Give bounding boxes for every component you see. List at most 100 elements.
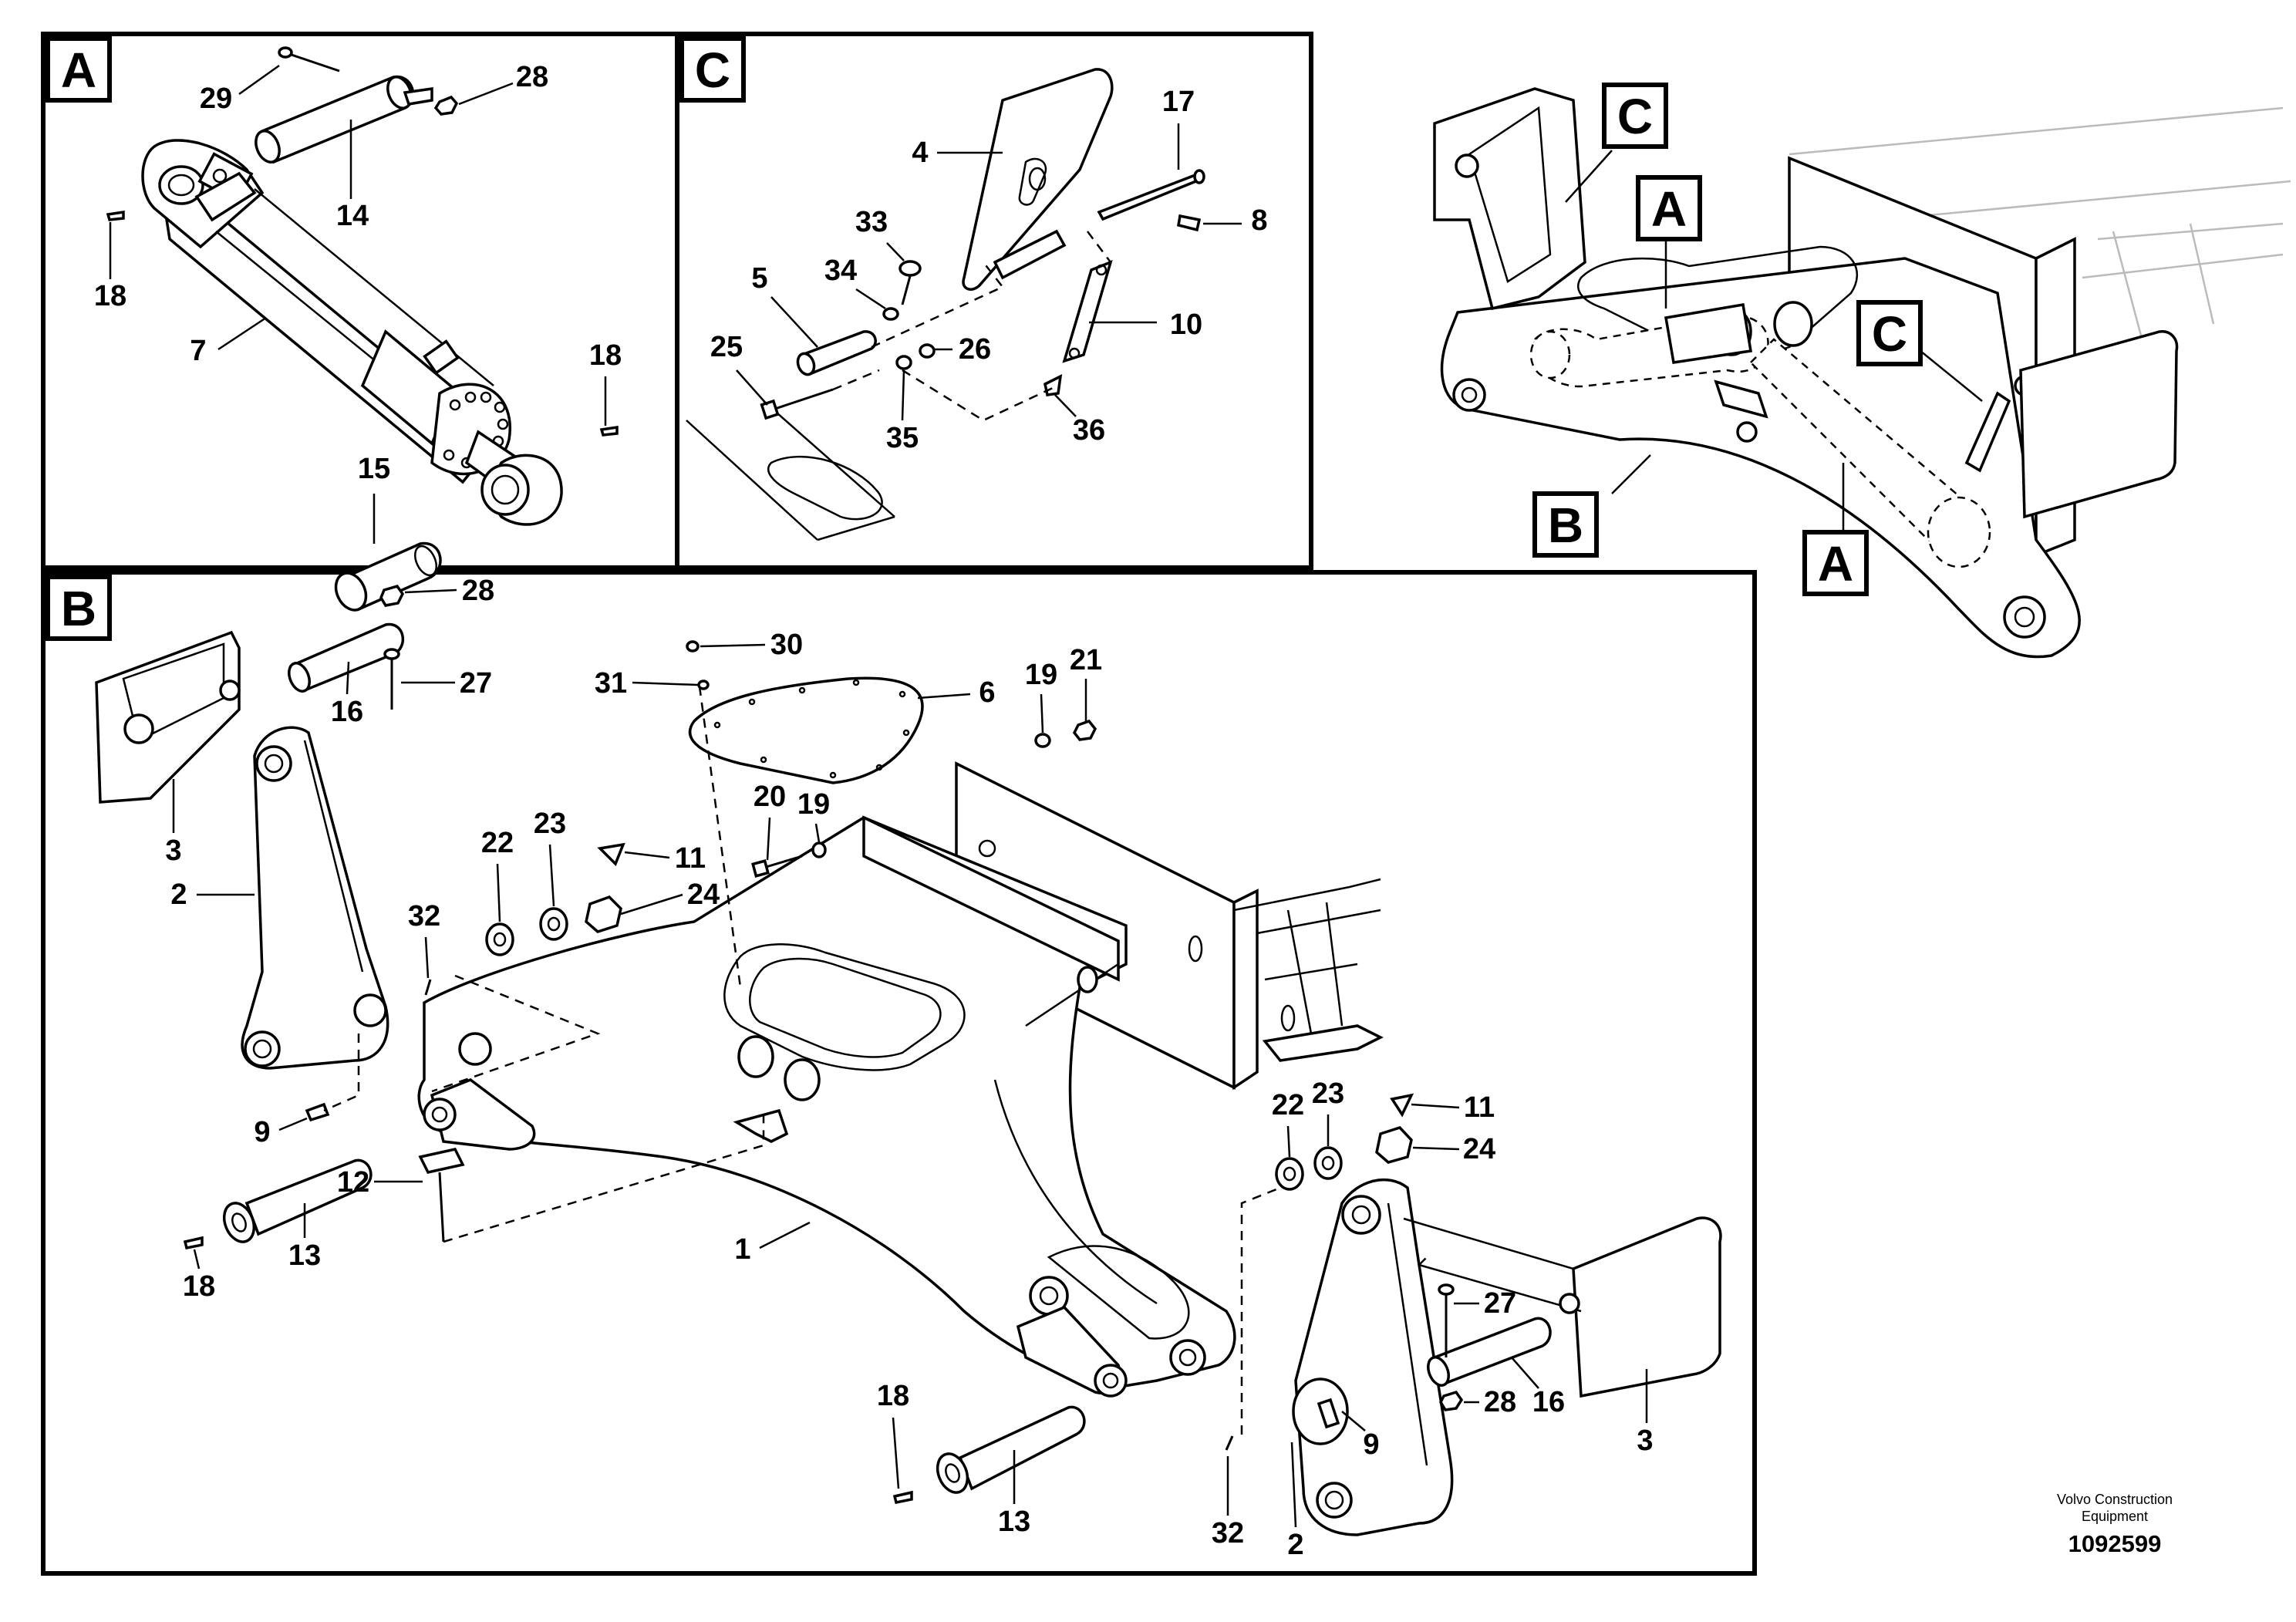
- callout-b-11-left: 11: [675, 842, 706, 875]
- panel-c-assembly-lines: [832, 231, 1111, 422]
- brand-line-2: Equipment: [2082, 1509, 2148, 1524]
- panel-b-callouts-left: 28 27 16 3 2 32 9 12 18 13: [165, 575, 494, 1303]
- callout-b-31: 31: [595, 667, 627, 700]
- callout-b-12: 12: [337, 1166, 369, 1199]
- brand-line-1: Volvo Construction: [2057, 1492, 2173, 1507]
- lock-plate-11-right-illustration: [1390, 1093, 1414, 1118]
- base-plate-illustration: [686, 400, 895, 541]
- bracket-3-right-illustration: [1403, 1216, 1722, 1398]
- panel-a-callouts: 29 28 14 18 7 18 15: [94, 61, 622, 544]
- bracket-3-left-illustration: [95, 630, 241, 804]
- callout-c-25: 25: [710, 331, 743, 363]
- callout-a-28: 28: [516, 61, 548, 93]
- clip-36-illustration: [1043, 373, 1063, 396]
- panel-c-callouts: 17 4 8 33 34 5 10 25 26 35 36: [710, 86, 1268, 454]
- callout-b-27-right: 27: [1484, 1287, 1516, 1320]
- panel-b-callouts-right: 22 23 11 24 27 28 16 3 9 18 13 32 2: [877, 1077, 1654, 1561]
- panel-b-letter: B: [61, 581, 96, 636]
- overview-tag-c-right-letter: C: [1872, 306, 1907, 362]
- callout-b-3-left: 3: [165, 835, 181, 867]
- panel-a-letter: A: [61, 42, 96, 98]
- callout-a-14: 14: [336, 200, 369, 232]
- callout-c-8: 8: [1251, 204, 1267, 237]
- callout-a-18-left: 18: [94, 280, 126, 312]
- bolt-25-illustration: [760, 388, 834, 420]
- callout-b-18-right: 18: [877, 1380, 909, 1412]
- callout-c-34: 34: [824, 255, 857, 287]
- callout-b-6: 6: [979, 676, 995, 709]
- pin-12-illustration: [418, 1147, 465, 1243]
- callout-c-4: 4: [912, 137, 928, 169]
- pin-16-left-illustration: [288, 622, 405, 693]
- document-number: 1092599: [2068, 1530, 2162, 1557]
- link-10-illustration: [1062, 260, 1113, 363]
- overview-tag-a-bottom: A: [1802, 530, 1869, 596]
- split-pin-18a-illustration: [106, 210, 125, 221]
- overview-tag-c-top: C: [1602, 83, 1668, 149]
- callout-b-1: 1: [734, 1233, 750, 1266]
- overview-link-rod-illustration: [1964, 391, 2011, 473]
- callout-b-22-left: 22: [481, 827, 514, 859]
- pins-small-illustration: [183, 979, 1234, 1505]
- callout-b-13-right: 13: [998, 1506, 1030, 1538]
- callout-b-30: 30: [770, 629, 803, 661]
- callout-b-28-right: 28: [1484, 1386, 1516, 1418]
- panel-a-label: A: [46, 36, 112, 103]
- callout-b-21: 21: [1070, 644, 1102, 676]
- callout-b-2-left: 2: [170, 878, 187, 911]
- lock-plate-11-left-illustration: [597, 842, 625, 867]
- pin-13-right-illustration: [936, 1405, 1086, 1494]
- callout-b-22-right: 22: [1272, 1089, 1304, 1121]
- cylinder-illustration: [141, 139, 563, 526]
- callout-b-24-right: 24: [1463, 1133, 1495, 1165]
- sleeve-5-illustration: [796, 330, 877, 376]
- panel-c-letter: C: [695, 42, 730, 98]
- overview-tag-a-bottom-letter: A: [1818, 536, 1853, 592]
- callout-b-9-right: 9: [1363, 1428, 1379, 1461]
- panel-b-frame: [41, 570, 1757, 1576]
- pin-14-illustration: [255, 75, 459, 164]
- callout-b-19-top: 19: [1025, 659, 1057, 691]
- callout-b-9-left: 9: [254, 1116, 270, 1148]
- callout-b-32-left: 32: [408, 900, 440, 932]
- washer-26-illustration: [919, 343, 936, 359]
- callout-a-18-right: 18: [589, 339, 622, 372]
- callout-c-17: 17: [1162, 86, 1195, 118]
- washers-right-illustration: [1275, 1125, 1413, 1191]
- bolt-29-illustration: [278, 46, 340, 73]
- overview-leader-lines: [1565, 150, 1983, 532]
- callout-c-35: 35: [886, 422, 919, 454]
- overview-tag-b-bottom: B: [1532, 491, 1599, 558]
- rod-17-illustration: [1097, 169, 1205, 221]
- callout-b-18-left: 18: [183, 1270, 215, 1303]
- callout-a-7: 7: [190, 335, 206, 367]
- callout-b-11-right: 11: [1464, 1091, 1495, 1124]
- overview-tag-a-top: A: [1636, 175, 1702, 241]
- callout-c-10: 10: [1170, 309, 1202, 341]
- washer-35-illustration: [895, 355, 912, 370]
- callout-b-13-left: 13: [288, 1239, 321, 1272]
- callout-b-16-right: 16: [1532, 1386, 1565, 1418]
- small-hardware-illustration: [379, 584, 1464, 1411]
- overview-bracket-right-illustration: [2019, 330, 2179, 519]
- panel-b-callouts-mid: 30 31 6 19 21 20 19 22 23 11 24 1: [481, 629, 1102, 1266]
- overview-tag-a-top-letter: A: [1651, 181, 1687, 237]
- pin-15-illustration: [334, 542, 442, 612]
- footer: Volvo Construction Equipment 1092599: [2057, 1492, 2173, 1557]
- callout-b-2-right: 2: [1287, 1529, 1303, 1561]
- callout-c-26: 26: [959, 333, 991, 366]
- callout-c-33: 33: [855, 206, 888, 238]
- cover-plate-6-illustration: [688, 676, 924, 784]
- callout-b-3-right: 3: [1637, 1425, 1653, 1457]
- callout-c-5: 5: [751, 262, 767, 295]
- panel-c-label: C: [679, 36, 746, 103]
- screw-8-illustration: [1177, 214, 1202, 232]
- link-2-right-illustration: [1292, 1178, 1454, 1536]
- pin-16-right-illustration: [1427, 1317, 1552, 1387]
- screw-33-illustration: [899, 260, 922, 305]
- callout-b-23-left: 23: [534, 808, 566, 840]
- panel-c-frame: [675, 32, 1313, 570]
- callout-b-16-left: 16: [331, 696, 363, 728]
- callout-a-29: 29: [200, 83, 232, 115]
